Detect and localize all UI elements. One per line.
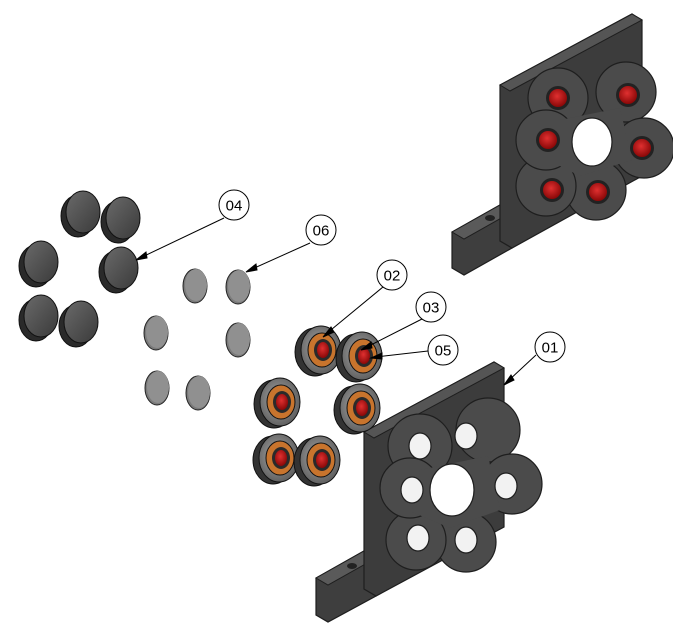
end-cap <box>18 294 59 342</box>
leader-line-06 <box>249 242 311 271</box>
thin-disc <box>182 268 208 304</box>
thin-disc <box>225 269 251 305</box>
bearing <box>252 433 300 485</box>
hub-bearing <box>616 83 640 107</box>
thin-disc <box>225 322 251 358</box>
callout-03: 03 <box>415 291 447 323</box>
hub-bearing <box>546 86 570 110</box>
hub-bearing <box>586 180 610 204</box>
callout-06-label: 06 <box>313 223 330 240</box>
bearing <box>293 435 341 487</box>
bracket-rear-assembled <box>450 13 673 276</box>
bearing <box>253 377 301 429</box>
hub-bearing <box>536 128 560 152</box>
callout-01-label: 01 <box>542 340 559 357</box>
end-cap <box>18 240 59 288</box>
leader-lines <box>135 217 537 386</box>
bearing <box>333 383 381 435</box>
flower-hub-rear <box>515 61 673 221</box>
hub-bearing <box>540 178 564 202</box>
callout-01: 01 <box>534 331 566 363</box>
callout-05-label: 05 <box>435 343 452 360</box>
end-cap <box>100 196 141 244</box>
leader-line-05 <box>375 350 429 358</box>
end-cap <box>60 190 101 238</box>
end-cap <box>98 246 139 294</box>
end-caps-group <box>18 190 141 348</box>
leader-line-04 <box>139 217 225 259</box>
bearing <box>294 325 342 377</box>
end-cap <box>58 300 99 348</box>
thin-disc <box>185 375 211 411</box>
bracket-front <box>314 361 543 623</box>
callout-03-label: 03 <box>423 300 440 317</box>
callout-06: 06 <box>305 214 337 246</box>
hub-bearing <box>630 136 654 160</box>
thin-disc <box>144 370 170 406</box>
thin-disc <box>143 315 169 351</box>
callout-04-label: 04 <box>226 198 243 215</box>
bearings-group <box>252 325 383 487</box>
thin-discs-group <box>143 268 251 411</box>
callout-04: 04 <box>218 189 250 221</box>
callout-02-label: 02 <box>384 268 401 285</box>
flower-hub-front <box>379 397 543 573</box>
callout-05: 05 <box>427 334 459 366</box>
leader-line-03 <box>364 318 423 349</box>
callout-02: 02 <box>376 259 408 291</box>
leader-line-02 <box>325 286 384 335</box>
